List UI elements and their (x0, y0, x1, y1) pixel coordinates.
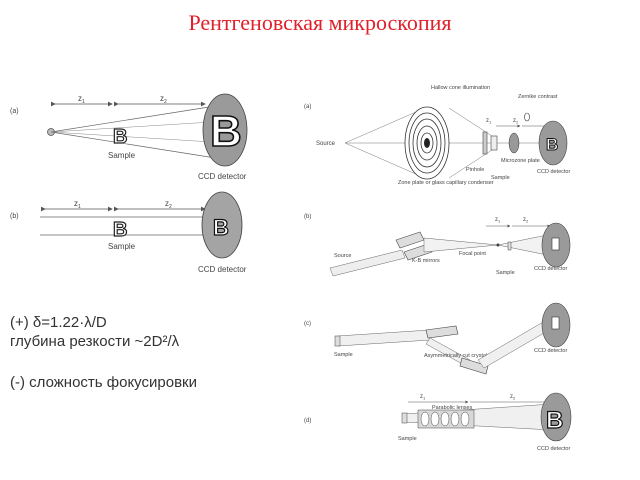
left-b-z1-label: z1 (74, 199, 81, 210)
right-c-detector-label: CCD detector (534, 348, 567, 354)
right-d-image-glyph: B (546, 407, 563, 434)
right-a-image-glyph: B (546, 135, 558, 154)
right-b-tag: (b) (304, 214, 311, 220)
right-a-tag: (a) (304, 104, 311, 110)
left-a-ray-bottom (50, 131, 229, 161)
right-a-zernike-label: Zernike contrast (518, 94, 558, 100)
right-a-microzone-plate (508, 132, 520, 154)
disadvantage-note: (-) сложность фокусировки (10, 374, 197, 391)
right-b-z1-label: z1 (495, 217, 501, 224)
right-a-pinhole (482, 131, 488, 155)
left-b-z2-label: z2 (165, 199, 172, 210)
right-c-crystal-2 (459, 357, 489, 375)
right-d-tag: (d) (304, 418, 311, 424)
right-d-parabolic-lenses (417, 409, 475, 429)
left-b-sample-label: Sample (108, 242, 136, 251)
right-diagram-b: (b) Source K-B mirrors Focal point Sampl… (304, 214, 571, 277)
right-b-sample (507, 241, 512, 251)
right-b-sample-label: Sample (496, 270, 515, 276)
right-a-zone-plate (404, 106, 450, 180)
right-a-sample-label: Sample (491, 175, 510, 181)
right-b-z2-label: z2 (523, 217, 529, 224)
right-b-kb-label: K-B mirrors (412, 258, 440, 264)
left-diagram-a: (a) z1 z2 B Sample B CCD detector (10, 93, 248, 181)
right-c-beam-1 (337, 329, 431, 347)
left-a-ray-mid2 (50, 131, 229, 144)
right-diagram-d: (d) z1 z2 Parabolic lenses Sample B CCD … (304, 392, 572, 452)
right-b-detector-label: CCD detector (534, 266, 567, 272)
right-d-detector-label: CCD detector (537, 446, 570, 452)
right-d-sample-label: Sample (398, 436, 417, 442)
right-d-detector (540, 392, 572, 442)
left-a-z2-label: z2 (160, 94, 167, 105)
right-d-z2-label: z2 (510, 394, 516, 401)
right-b-focal-label: Focal point (459, 251, 486, 257)
right-diagram-a: (a) Source Hallow cone illumination Zone… (304, 85, 570, 186)
right-d-lenses-label: Parabolic lenses (432, 405, 473, 411)
right-a-zone-label: Zone plate or glass capillary condenser (398, 180, 494, 186)
right-a-zernike-ring (524, 112, 530, 122)
right-b-focus-beam (423, 237, 499, 253)
left-b-detector-label: CCD detector (198, 265, 247, 274)
right-a-beam-bottom (344, 142, 426, 179)
right-c-tag: (c) (304, 321, 311, 327)
right-a-z2-label: z2 (513, 118, 519, 125)
right-a-detector (538, 120, 568, 166)
right-b-source-beam (329, 249, 406, 277)
right-c-crystal-label: Asymmetrically cut crystals (424, 353, 490, 359)
right-diagram-c: (c) Sample Asymmetrically cut crystals C… (304, 302, 571, 375)
left-a-ray-top (50, 103, 229, 133)
right-a-detector-label: CCD detector (537, 169, 570, 175)
left-a-z1-label: z1 (78, 94, 85, 105)
left-b-tag: (b) (10, 213, 19, 220)
right-c-sample (334, 335, 341, 347)
page-title: Рентгеновская микроскопия (188, 10, 452, 35)
right-a-source-label: Source (316, 141, 336, 147)
left-diagram-b: (b) z1 z2 B Sample B CCD detector (10, 191, 247, 274)
right-a-microzone-label: Microzone plate (501, 158, 540, 164)
left-b-detector (201, 191, 243, 259)
right-b-image-mark (551, 237, 560, 251)
left-a-tag: (a) (10, 108, 19, 115)
right-c-sample-label: Sample (334, 352, 353, 358)
right-a-pinhole-label: Pinhole (466, 167, 484, 173)
right-a-beam-top (344, 107, 426, 144)
depth-of-field-note: глубина резкости ~2D²/λ (10, 333, 180, 350)
right-c-image-mark (551, 316, 560, 330)
left-a-sample-label: Sample (108, 151, 136, 160)
right-c-crystal-1 (425, 325, 459, 339)
left-b-sample-glyph: B (113, 219, 127, 241)
right-a-z1-label: z1 (486, 118, 492, 125)
right-a-cone-bottom (448, 149, 493, 179)
right-b-source-label: Source (334, 253, 351, 259)
left-a-detector (202, 93, 248, 167)
left-a-detector-label: CCD detector (198, 172, 247, 181)
right-a-hollow-label: Hallow cone illumination (431, 85, 490, 91)
right-a-cone-top (448, 107, 493, 137)
left-a-sample-glyph: B (113, 126, 127, 148)
left-a-ray-mid1 (50, 120, 229, 133)
right-d-z1-label: z1 (420, 394, 426, 401)
advantage-note: (+) δ=1.22·λ/D (10, 314, 107, 331)
left-a-image-glyph: B (210, 107, 242, 156)
right-a-sample (490, 135, 498, 151)
right-d-sample (401, 412, 408, 424)
left-b-image-glyph: B (213, 215, 229, 240)
